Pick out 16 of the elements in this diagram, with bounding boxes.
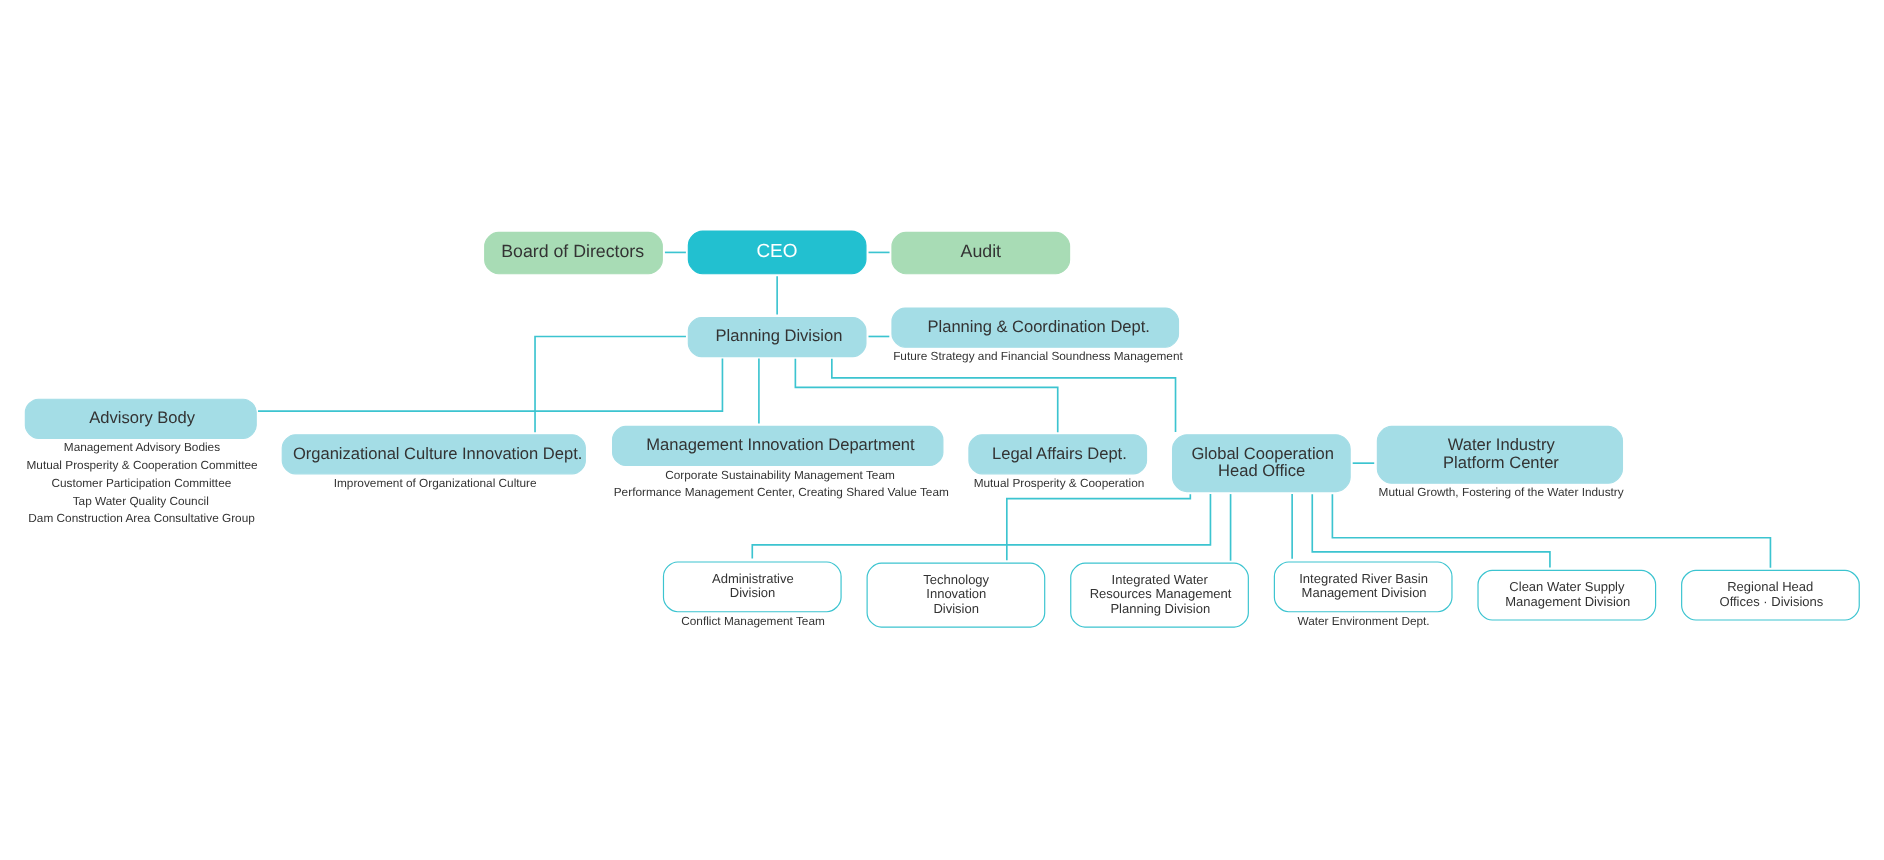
connector [1229, 493, 1232, 562]
connector [257, 357, 724, 412]
connector [751, 493, 1212, 560]
connector [867, 335, 891, 338]
connector [794, 357, 1059, 434]
connector [831, 357, 1177, 433]
connector [534, 335, 687, 433]
connector [1331, 493, 1772, 569]
connector [776, 275, 778, 316]
connector [758, 357, 760, 425]
connector [1291, 493, 1293, 560]
connector [1006, 493, 1192, 562]
connector [1351, 462, 1376, 464]
connector [1311, 493, 1551, 569]
connector [664, 251, 687, 254]
connector [867, 251, 891, 254]
